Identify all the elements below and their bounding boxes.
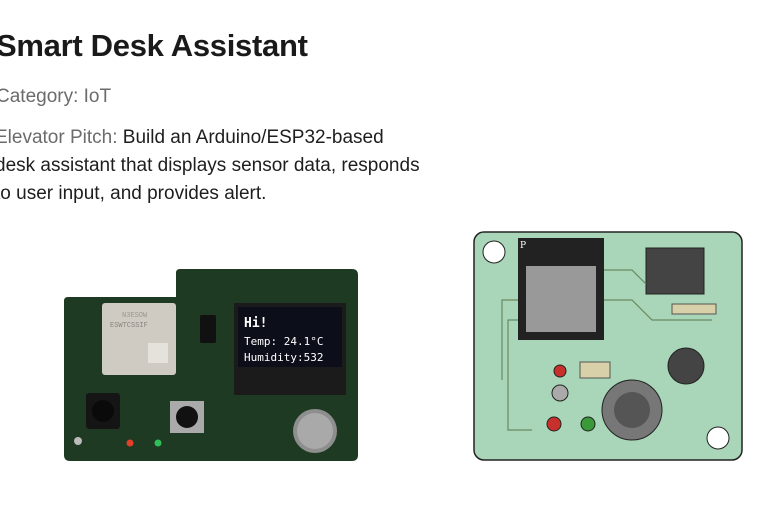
page-title: Smart Desk Assistant: [0, 28, 308, 63]
oled-line-3: Humidity:532: [244, 351, 323, 364]
pcb-schematic: P: [473, 231, 743, 461]
pitch-label: Elevator Pitch:: [0, 127, 118, 148]
category-label: Category: IoT: [0, 86, 112, 107]
red-led: [126, 439, 134, 447]
oled-line-2: Temp: 24.1°C: [244, 335, 323, 348]
module-label: N3ESOW: [122, 312, 148, 320]
pitch-text: Build an Arduino/ESP32-based desk assist…: [0, 127, 420, 204]
module-label-2: ESWTCSSIF: [110, 322, 148, 330]
green-led: [154, 439, 162, 447]
device-photo: N3ESOW ESWTCSSIF Hi! Temp: 24.1°C Humidi…: [64, 269, 358, 461]
chip-label: P: [520, 241, 526, 251]
elevator-pitch: Elevator Pitch: Build an Arduino/ESP32-b…: [0, 124, 425, 208]
oled-line-1: Hi!: [244, 316, 267, 331]
